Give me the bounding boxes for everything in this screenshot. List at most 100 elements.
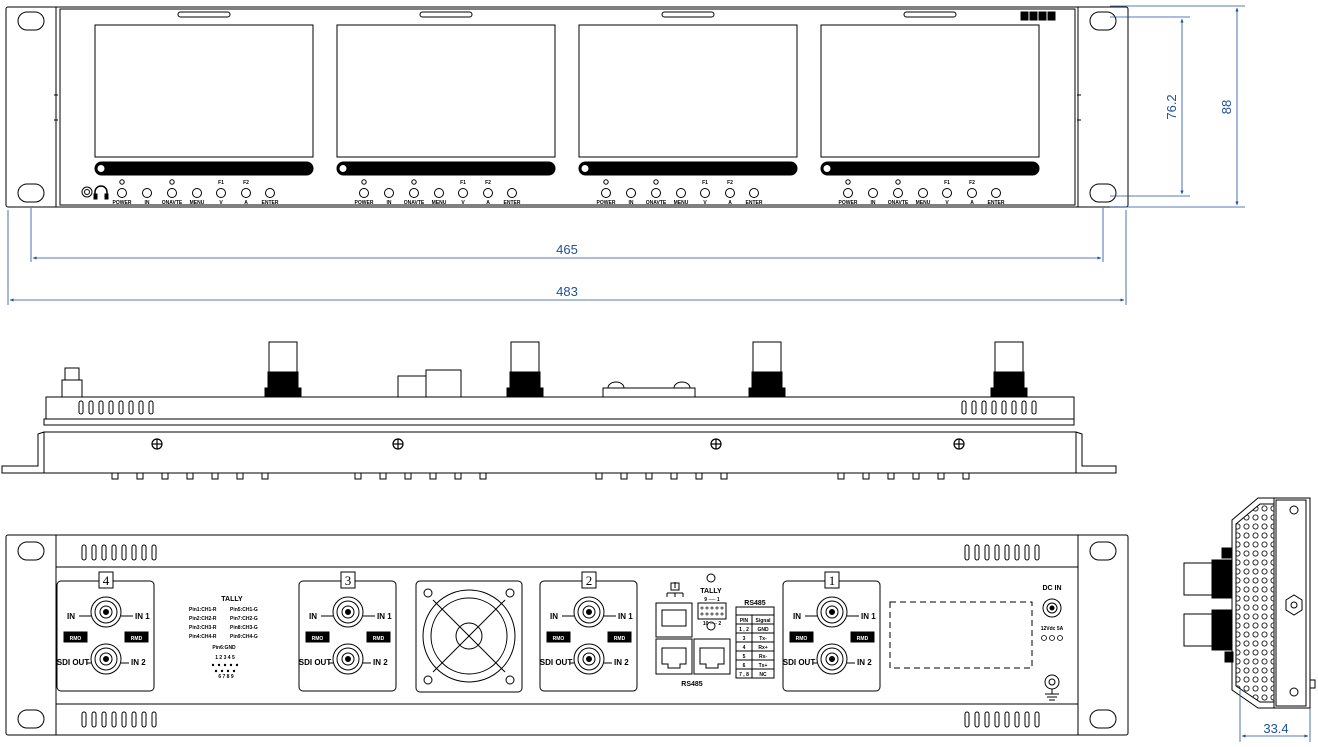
front-button[interactable] bbox=[601, 188, 611, 198]
front-button[interactable] bbox=[676, 188, 686, 198]
front-button[interactable] bbox=[384, 188, 394, 198]
rmo-badge bbox=[63, 631, 88, 643]
vent-slot bbox=[1031, 400, 1037, 415]
front-button[interactable] bbox=[868, 188, 878, 198]
front-button[interactable] bbox=[483, 188, 493, 198]
unit-number-badge bbox=[338, 164, 348, 173]
foot-pin bbox=[429, 472, 437, 480]
module-number-box bbox=[824, 571, 840, 589]
front-button[interactable] bbox=[507, 188, 517, 198]
front-button[interactable] bbox=[651, 188, 661, 198]
sdi-out-label: SDI OUT bbox=[57, 658, 90, 667]
foot-pin bbox=[479, 472, 487, 480]
front-button[interactable] bbox=[918, 188, 928, 198]
foot-pin bbox=[620, 472, 628, 480]
vent-slot bbox=[974, 544, 980, 561]
front-button[interactable] bbox=[117, 188, 127, 198]
bnc-connector[interactable] bbox=[816, 596, 848, 628]
fn-label: F2 bbox=[485, 180, 491, 186]
dimension-hole-spacing: 465 bbox=[556, 242, 578, 257]
vent-slot bbox=[1021, 400, 1027, 415]
front-button-label: ONAVTE bbox=[646, 200, 667, 206]
front-view bbox=[5, 6, 1129, 208]
foot-pin bbox=[887, 472, 895, 480]
bnc-connector[interactable] bbox=[573, 643, 605, 675]
bnc-connector[interactable] bbox=[332, 596, 364, 628]
rmd-badge bbox=[124, 631, 149, 643]
front-button[interactable] bbox=[359, 188, 369, 198]
front-button-label: A bbox=[244, 200, 248, 206]
bnc-connector[interactable] bbox=[90, 643, 122, 675]
foot-pin bbox=[937, 472, 945, 480]
rs485-head-signal: Signal bbox=[755, 618, 771, 624]
rmo-label: RMO bbox=[553, 636, 565, 642]
led-indicator bbox=[361, 179, 367, 185]
front-button[interactable] bbox=[942, 188, 952, 198]
lcd-screen bbox=[336, 24, 556, 158]
foot-pin bbox=[236, 472, 244, 480]
in2-label: IN 2 bbox=[373, 658, 388, 667]
in-label: IN bbox=[309, 612, 317, 621]
screw-icon bbox=[710, 438, 722, 450]
pin-dot bbox=[235, 663, 239, 667]
vent-slot bbox=[984, 544, 990, 561]
front-button[interactable] bbox=[843, 188, 853, 198]
front-button[interactable] bbox=[265, 188, 275, 198]
front-button[interactable] bbox=[967, 188, 977, 198]
foot-pin bbox=[379, 472, 387, 480]
vent-slot bbox=[994, 544, 1000, 561]
front-button-label: ENTER bbox=[504, 200, 521, 206]
front-button[interactable] bbox=[167, 188, 177, 198]
foot-pin bbox=[912, 472, 920, 480]
bnc-connector[interactable] bbox=[332, 643, 364, 675]
rs485-label: RS485 bbox=[681, 681, 703, 688]
front-button-label: A bbox=[728, 200, 732, 206]
module-number-box bbox=[581, 571, 597, 589]
front-button[interactable] bbox=[434, 188, 444, 198]
top-bnc-connector bbox=[990, 341, 1028, 398]
vent-slot bbox=[1024, 711, 1030, 728]
front-button[interactable] bbox=[725, 188, 735, 198]
front-button-label: V bbox=[945, 200, 949, 206]
bnc-connector[interactable] bbox=[573, 596, 605, 628]
vent-slot bbox=[118, 400, 124, 415]
vent-slot bbox=[91, 711, 97, 728]
front-button-label: ENTER bbox=[262, 200, 279, 206]
screw-icon bbox=[151, 438, 163, 450]
rj45-port bbox=[693, 638, 731, 675]
dc-polarity-icon bbox=[1041, 635, 1063, 641]
rear-rack-panel bbox=[5, 534, 1129, 736]
front-button[interactable] bbox=[409, 188, 419, 198]
front-button[interactable] bbox=[241, 188, 251, 198]
tally-title: TALLY bbox=[221, 596, 243, 603]
side-dimension bbox=[1239, 690, 1311, 742]
top-bnc-connector bbox=[264, 341, 302, 398]
front-button[interactable] bbox=[700, 188, 710, 198]
network-icon bbox=[670, 582, 680, 591]
foot-pin bbox=[862, 472, 870, 480]
front-button[interactable] bbox=[216, 188, 226, 198]
front-button[interactable] bbox=[991, 188, 1001, 198]
tally-row1: 1 2 3 4 5 bbox=[215, 655, 235, 661]
vent-slot bbox=[101, 544, 107, 561]
front-button[interactable] bbox=[893, 188, 903, 198]
pin-dot bbox=[211, 663, 215, 667]
front-button[interactable] bbox=[626, 188, 636, 198]
vent-slot bbox=[121, 544, 127, 561]
front-button[interactable] bbox=[192, 188, 202, 198]
front-button[interactable] bbox=[458, 188, 468, 198]
bnc-connector[interactable] bbox=[90, 596, 122, 628]
headphone-jack-icon bbox=[81, 186, 93, 198]
top-bnc-connector bbox=[506, 341, 544, 398]
pin-dot bbox=[715, 612, 719, 616]
vent-slot bbox=[151, 711, 157, 728]
top-slot bbox=[177, 11, 231, 18]
ear-slot bbox=[17, 183, 45, 203]
front-button[interactable] bbox=[749, 188, 759, 198]
front-button[interactable] bbox=[142, 188, 152, 198]
bnc-connector[interactable] bbox=[816, 643, 848, 675]
front-button-label: V bbox=[219, 200, 223, 206]
